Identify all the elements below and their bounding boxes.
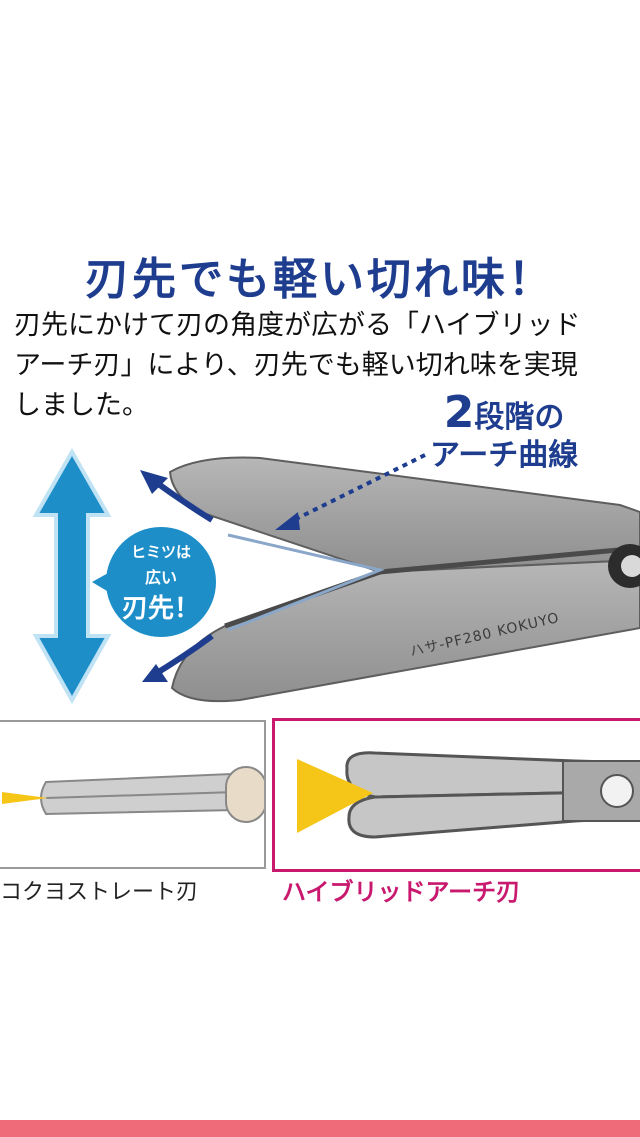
bottom-accent-bar — [0, 1120, 640, 1137]
bubble-line2: 広い — [144, 568, 177, 587]
straight-blade-illustration — [2, 766, 267, 823]
headline: 刃先でも軽い切れ味！ — [85, 254, 555, 305]
description-line: アーチ刃」により、刃先でも軽い切れ味を実現 — [14, 350, 578, 381]
description: 刃先にかけて刃の角度が広がる「ハイブリッド アーチ刃」により、刃先でも軽い切れ味… — [14, 306, 640, 426]
arch-label-line1: 段階の — [474, 400, 565, 435]
description-line: 刃先にかけて刃の角度が広がる「ハイブリッド — [14, 310, 581, 341]
description-line: しました。 — [14, 390, 149, 421]
lower-blade — [170, 558, 640, 703]
hybrid-arch-blade-illustration — [297, 751, 640, 839]
hybrid-arch-blade-panel — [272, 718, 640, 872]
straight-blade-panel — [0, 720, 267, 869]
hybrid-arch-blade-caption: ハイブリッドアーチ刃 — [282, 878, 521, 906]
straight-blade-caption: コクヨストレート刃 — [0, 880, 199, 905]
upper-blade — [168, 456, 640, 574]
scissors-illustration — [32, 447, 640, 705]
arch-count: 2 — [443, 387, 475, 438]
bubble-line1: ヒミツは — [130, 543, 191, 561]
arch-label-line2: アーチ曲線 — [430, 438, 579, 473]
bubble-line3: 刃先！ — [121, 594, 200, 624]
arch-curve-label: 2段階の アーチ曲線 — [430, 391, 579, 474]
secret-bubble: ヒミツは 広い 刃先！ — [106, 527, 216, 637]
